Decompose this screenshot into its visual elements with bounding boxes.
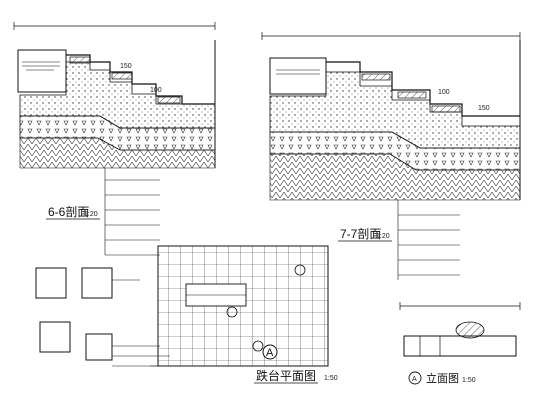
section-6-6-scale: 1:20	[84, 211, 98, 218]
section-7-7-title: 7-7剖面	[340, 227, 381, 241]
section-7-7-scale: 1:20	[376, 233, 390, 240]
section-6-6: 6-6剖面 1:20 150 100	[13, 22, 216, 256]
step-level-label: 100	[150, 87, 162, 94]
step-level-label: 150	[478, 105, 490, 112]
step-level-label: 100	[438, 89, 450, 96]
section-7-7: 7-7剖面 1:20 100 150	[261, 32, 521, 280]
elevation-scale: 1:50	[462, 377, 476, 384]
elevation-title: 立面图	[426, 371, 459, 385]
plan-view: A 跌台平面图 1:50	[150, 245, 338, 384]
plan-section-marker: A	[266, 347, 274, 359]
plan-title: 跌台平面图	[256, 368, 316, 383]
elevation-marker: A	[412, 376, 417, 383]
step-level-label: 150	[120, 63, 132, 70]
plan-scale: 1:50	[324, 375, 338, 382]
section-6-6-title: 6-6剖面	[48, 205, 89, 219]
detail-squares	[35, 267, 170, 367]
elevation-view: A 立面图 1:50	[399, 302, 521, 385]
